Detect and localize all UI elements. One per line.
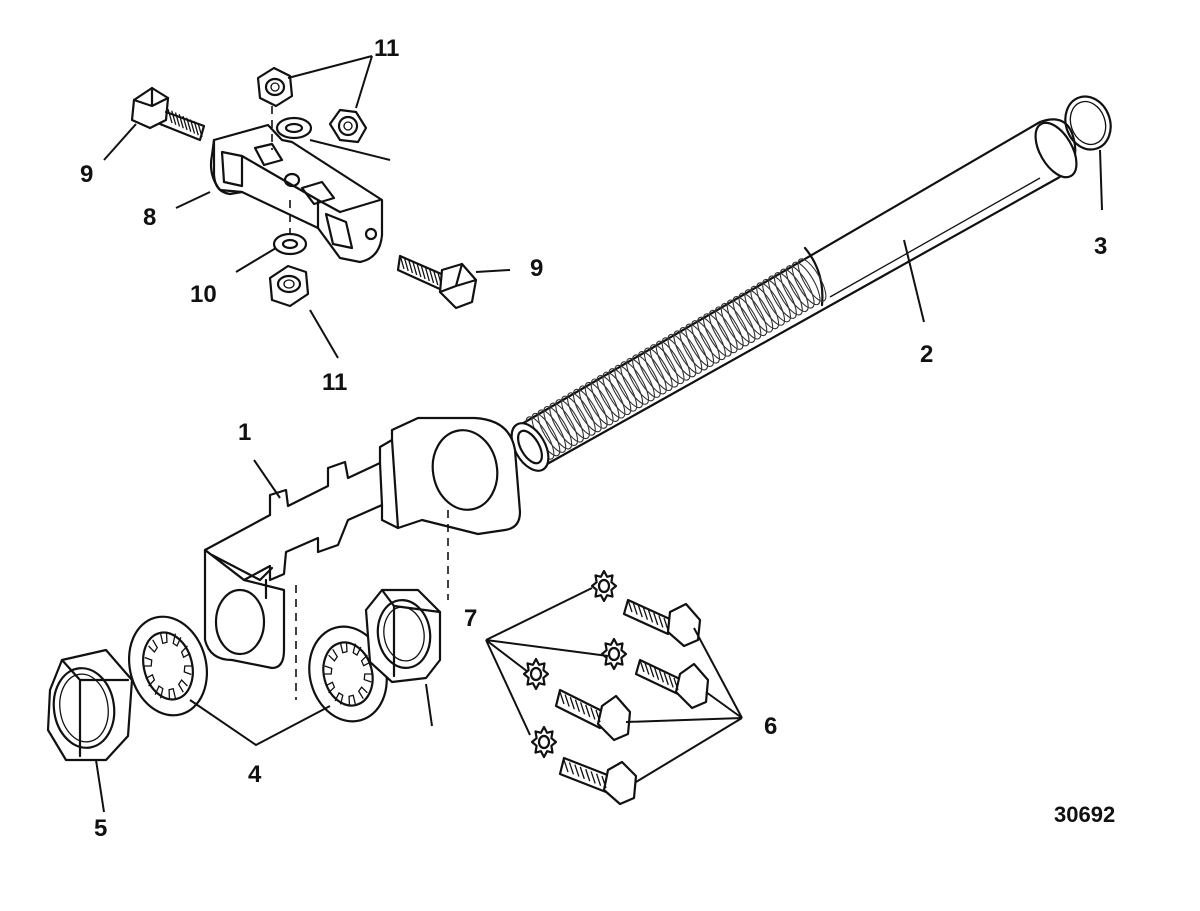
screw-part-6-3 xyxy=(554,688,632,742)
callout-8: 8 xyxy=(143,204,156,231)
star-washer-part-7-2 xyxy=(600,637,628,671)
callout-4: 4 xyxy=(248,761,262,788)
bracket-part-1 xyxy=(203,416,522,670)
screw-part-6-2 xyxy=(634,658,710,710)
nut-part-11-top-right xyxy=(328,108,368,144)
callout-11-bottom: 11 xyxy=(322,369,347,396)
hex-nut-part-7 xyxy=(364,588,442,684)
callout-10: 10 xyxy=(190,281,217,308)
bolt-part-9-lower xyxy=(396,254,478,310)
screw-part-6-4 xyxy=(558,756,638,806)
callout-1: 1 xyxy=(238,419,251,446)
callout-11-top: 11 xyxy=(374,35,399,62)
washer-part-10-upper xyxy=(275,116,313,140)
callout-7: 7 xyxy=(464,605,477,632)
hex-nut-part-5 xyxy=(46,648,134,762)
callout-5: 5 xyxy=(94,815,107,842)
clamp-block-part-8 xyxy=(209,123,384,264)
bolt-part-9-upper xyxy=(130,86,206,142)
screw-part-6-1 xyxy=(622,598,702,648)
callout-9-left: 9 xyxy=(80,161,93,188)
leader-lines xyxy=(95,55,1103,813)
star-washer-part-7-3 xyxy=(522,657,550,691)
star-washer-part-7-4 xyxy=(530,725,558,759)
callout-6: 6 xyxy=(764,713,777,740)
nut-part-11-bottom xyxy=(268,264,310,308)
callout-3: 3 xyxy=(1094,233,1107,260)
washer-part-10-lower xyxy=(272,232,308,256)
star-washer-part-7-1 xyxy=(590,569,618,603)
threaded-tube-part-2 xyxy=(510,118,1078,472)
lock-washer-part-4-right xyxy=(308,625,388,723)
tube-threads xyxy=(525,258,827,460)
callout-2: 2 xyxy=(920,341,933,368)
nut-part-11-top-left xyxy=(256,66,294,108)
callout-9-right: 9 xyxy=(530,255,543,282)
figure-number: 30692 xyxy=(1054,802,1115,827)
o-ring-part-3 xyxy=(1064,95,1112,151)
lock-washer-part-4-left xyxy=(127,615,209,717)
